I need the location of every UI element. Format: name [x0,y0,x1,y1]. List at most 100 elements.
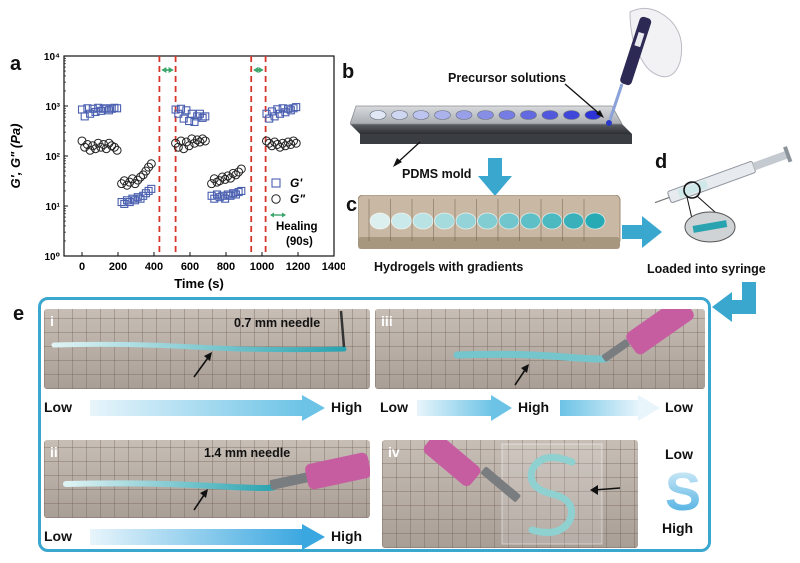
healing-arrowhead [168,67,174,73]
flow-arrow-right [622,216,662,248]
g-double-prime-point [146,159,156,169]
g-prime-point [262,109,271,118]
s-shape-letter: S [665,462,701,518]
g-prime-point [289,104,298,113]
panel-label-c: c [346,194,358,216]
g-prime-point [113,104,122,113]
g-prime-point [284,104,293,113]
g-prime-point [179,114,188,123]
g-prime-point [267,107,276,116]
g-prime-point [86,109,95,118]
x-tick-label: 0 [79,261,85,273]
g-prime-point [201,112,210,121]
panel-label-e: e [13,303,25,325]
g-prime-point [223,190,232,199]
photo-ii-label: ii [50,444,58,460]
g-double-prime-point [198,134,208,144]
legend-marker-g-double-prime [271,194,281,204]
gradient-arrow-ii [90,524,325,550]
high-label-i: High [331,399,363,415]
gel-drop [455,212,477,230]
g-double-prime-point [190,138,199,148]
x-tick-label: 400 [145,261,163,273]
g-prime-point [139,191,148,200]
g-prime-point [136,194,145,203]
x-tick-label: 600 [181,261,199,273]
x-tick-label: 1400 [322,261,345,273]
g-prime-point [273,105,282,114]
g-prime-point [265,114,274,123]
g-prime-point [144,186,153,195]
panel-e-frame [38,297,711,552]
gel-strand-iii [453,309,694,386]
mold-well [520,110,537,120]
g-prime-point [292,103,301,112]
g-double-prime-point [200,136,210,146]
high-label-iii: High [518,399,550,415]
g-prime-point [83,104,92,113]
y-tick-label: 10⁰ [44,252,60,263]
g-double-prime-point [112,145,122,155]
g-prime-point [91,107,100,117]
g-double-prime-point [173,142,183,152]
x-tick-label: 200 [109,261,127,273]
legend-label-g-prime: G' [290,176,303,190]
g-prime-point [237,186,246,195]
mold-well [369,110,387,120]
g-double-prime-point [176,136,186,146]
g-prime-point [122,196,132,205]
g-prime-point [212,190,222,199]
gradient-arrow-i [90,395,325,421]
low-right-label-iii: Low [665,399,693,415]
g-prime-point [104,106,114,115]
precursor-label: Precursor solutions [448,71,567,85]
photo-iv: iv [382,440,638,548]
gel-strand-i [51,310,347,378]
gel-strand-ii [63,452,370,511]
low-label-ii: Low [44,528,72,544]
gradient-arrow-iii-a [417,395,512,421]
hydrogel-gradient-tray [358,195,621,249]
legend-healing-arrowhead [282,212,286,218]
g-double-prime-point [125,177,135,187]
photo-iii: iii [375,309,705,389]
g-double-prime-point [82,139,92,149]
legend-healing-arrowhead [270,212,274,218]
g-prime-point [141,189,150,198]
pipette-hand-icon [606,7,683,126]
photo-ii: ii 1.4 mm needle [44,440,370,518]
g-prime-point [190,117,199,126]
mold-well [391,110,408,120]
mold-well [477,110,494,120]
gel-drop [391,212,412,230]
mold-arrow [393,141,421,167]
g-prime-point [147,184,156,193]
legend-healing-label: Healing [276,221,318,233]
g-double-prime-point [85,145,95,155]
gradient-s-icon: S [665,462,701,518]
x-tick-label: 1200 [286,261,310,273]
g-prime-point [221,194,230,203]
y-tick-label: 10² [46,152,61,163]
y-tick-label: 10⁴ [44,52,60,63]
pdms-mold-illustration [350,105,632,144]
gel-drop [563,212,584,230]
g-prime-point [207,191,216,200]
g-prime-point [275,109,285,118]
needle-ii-label: 1.4 mm needle [204,446,291,460]
g-double-prime-point [144,162,154,172]
healing-arrowhead [253,67,259,73]
gel-drop [477,212,498,230]
g-prime-point [80,112,89,121]
g-prime-point [198,113,207,122]
g-prime-point [229,189,238,198]
g-prime-point [128,194,137,203]
g-double-prime-point [96,142,106,152]
mold-well [434,110,451,120]
gel-drop [369,212,391,230]
g-prime-point [215,193,224,202]
needle-i-label: 0.7 mm needle [234,316,321,330]
gel-drop [498,212,520,230]
g-double-prime-point [195,137,205,147]
g-prime-point [234,188,243,197]
